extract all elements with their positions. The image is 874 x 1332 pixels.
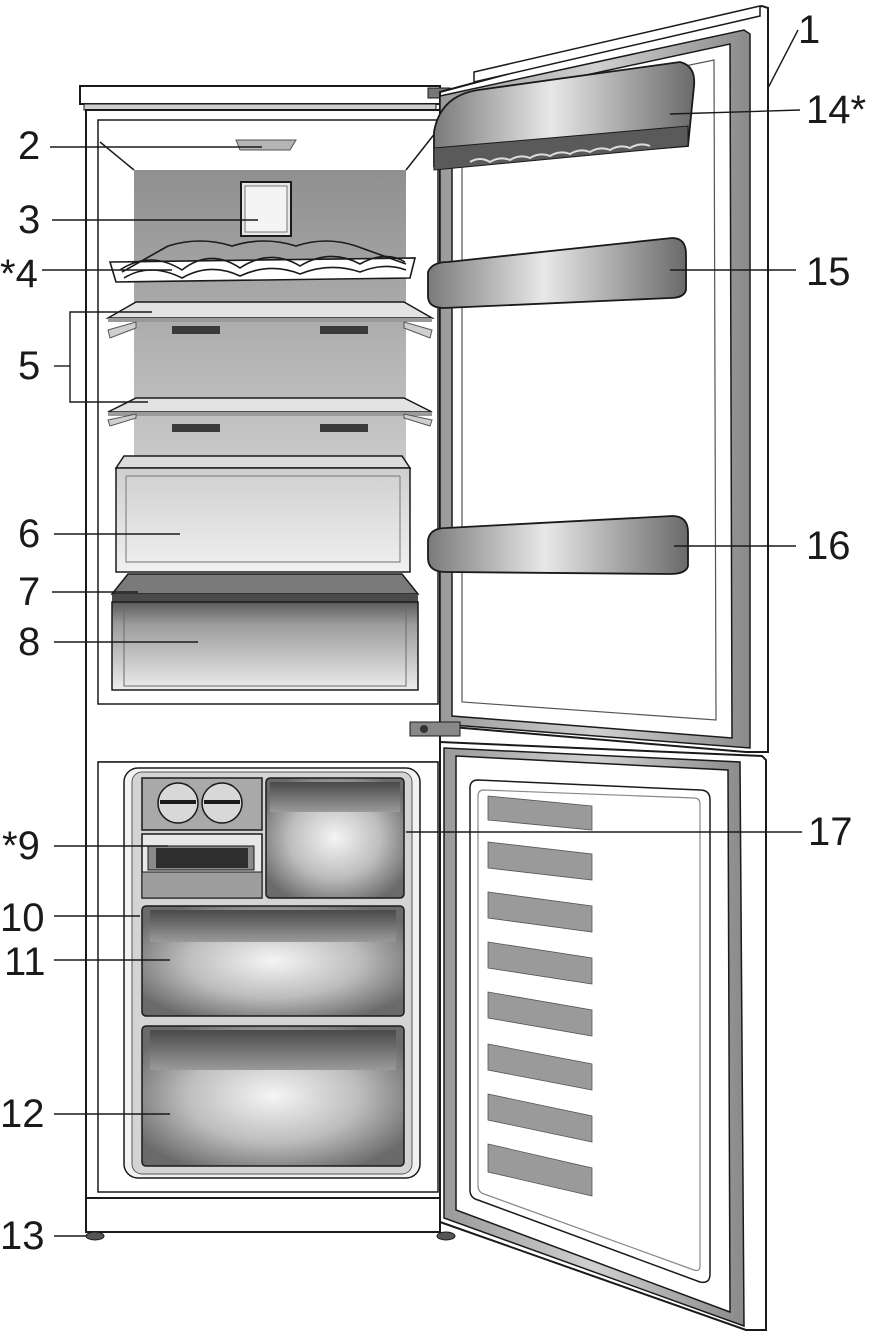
door-vent-strips [487,795,593,1197]
wine-rack [108,240,417,283]
callout-16: 16 [806,524,851,568]
callout-13: 13 [0,1214,45,1258]
callout-3: 3 [18,198,41,242]
chiller-drawer [114,455,412,573]
fridge-door [427,4,769,753]
door-shelf-lower [427,515,689,575]
freezer-drawer-small [265,777,405,899]
freezer-drawer-bottom [141,1025,405,1167]
callout-10: 10 [0,896,45,940]
callout-9: *9 [2,824,40,868]
callout-4: *4 [0,252,38,296]
leader-line [767,29,799,89]
glass-shelf [107,397,433,432]
ice-tray [141,777,263,899]
freezer-drawer [141,905,405,1017]
callout-17: 17 [808,810,853,854]
callout-14: 14* [806,88,867,132]
callout-15: 15 [806,250,851,294]
glass-shelf [105,301,435,339]
crisper [111,601,419,691]
callout-7: 7 [18,570,41,614]
callout-11: 11 [4,940,46,984]
door-shelf-upper [427,237,687,309]
callout-12: 12 [0,1092,45,1136]
callout-5: 5 [18,344,41,388]
middle-hinge [409,721,461,737]
freezer-compartment [123,767,421,1179]
leader-line [69,311,152,403]
dairy-compartment [433,61,696,171]
leader-line [669,109,801,115]
callout-1: 1 [798,8,821,52]
callout-6: 6 [18,512,41,556]
callout-2: 2 [18,124,41,168]
fridge-compartment [99,131,437,691]
freezer-door [439,740,767,1331]
callout-8: 8 [18,620,41,664]
callout-leaders [42,29,802,1237]
crisper-cover [110,573,420,602]
